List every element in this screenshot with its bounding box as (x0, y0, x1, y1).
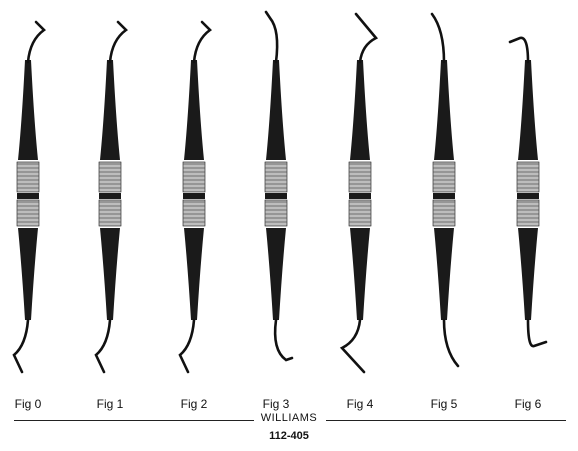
upper-working-tip (108, 20, 129, 64)
lower-grip (432, 199, 456, 227)
instrument-6 (508, 36, 548, 348)
grip-band (99, 193, 121, 199)
lower-grip (16, 199, 40, 227)
lower-handle (100, 228, 120, 320)
grip-band (433, 193, 455, 199)
lower-grip (516, 199, 540, 227)
figure-label: Fig 4 (346, 397, 374, 411)
upper-handle (184, 60, 204, 160)
upper-handle (434, 60, 454, 160)
upper-working-tip (26, 20, 47, 64)
rule-left (14, 420, 254, 421)
upper-handle (350, 60, 370, 160)
lower-grip (348, 199, 372, 227)
upper-working-tip (192, 20, 213, 64)
upper-grip (432, 161, 456, 193)
instrument-5 (430, 12, 460, 368)
figure-label: Fig 0 (14, 397, 42, 411)
upper-handle (18, 60, 38, 160)
figure-label: Fig 2 (180, 397, 208, 411)
instrument-3 (264, 10, 294, 362)
lower-working-tip (526, 318, 548, 348)
upper-working-tip (430, 12, 446, 64)
lower-handle (518, 228, 538, 320)
figure-label: Fig 5 (430, 397, 458, 411)
instrument-2 (178, 20, 213, 374)
figure-label: Fig 3 (262, 397, 290, 411)
lower-grip (264, 199, 288, 227)
lower-grip (98, 199, 122, 227)
grip-band (265, 193, 287, 199)
lower-handle (18, 228, 38, 320)
lower-handle (434, 228, 454, 320)
lower-working-tip (12, 318, 30, 374)
upper-grip (16, 161, 40, 193)
catalog-number: 112-405 (269, 430, 309, 442)
instrument-group (12, 10, 548, 374)
instrument-1 (94, 20, 129, 374)
upper-handle (100, 60, 120, 160)
rule-right (326, 420, 566, 421)
figure-label: Fig 1 (96, 397, 124, 411)
brand-name: WILLIAMS (260, 412, 318, 424)
grip-band (349, 193, 371, 199)
upper-grip (348, 161, 372, 193)
grip-band (517, 193, 539, 199)
instrument-4 (339, 12, 379, 374)
upper-grip (98, 161, 122, 193)
figure-label: Fig 6 (514, 397, 542, 411)
upper-handle (518, 60, 538, 160)
upper-working-tip (354, 12, 379, 64)
lower-grip (182, 199, 206, 227)
instrument-0 (12, 20, 47, 374)
lower-handle (184, 228, 204, 320)
upper-working-tip (508, 36, 530, 64)
grip-band (183, 193, 205, 199)
upper-handle (266, 60, 286, 160)
upper-grip (182, 161, 206, 193)
lower-handle (350, 228, 370, 320)
lower-working-tip (178, 318, 196, 374)
upper-grip (264, 161, 288, 193)
lower-working-tip (442, 318, 460, 368)
upper-working-tip (264, 10, 279, 64)
lower-working-tip (94, 318, 112, 374)
grip-band (17, 193, 39, 199)
lower-working-tip (273, 318, 294, 362)
upper-grip (516, 161, 540, 193)
lower-handle (266, 228, 286, 320)
lower-working-tip (339, 318, 366, 374)
